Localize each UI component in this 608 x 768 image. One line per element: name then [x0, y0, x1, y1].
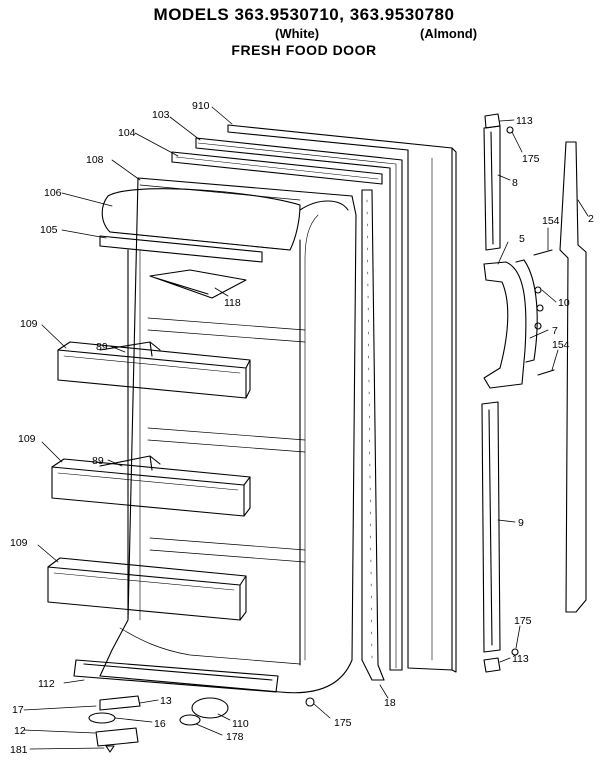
- diagram-title: MODELS 363.9530710, 363.9530780: [153, 5, 455, 24]
- hinge-pin-part: [95, 727, 139, 747]
- handle-trim-bottom: [481, 401, 501, 653]
- label-16: 16: [154, 718, 166, 730]
- label-105: 105: [40, 224, 58, 236]
- outer-door-panel: [227, 124, 457, 673]
- shelf-retainer-bar-middle: [99, 455, 161, 471]
- screw-175-top: [506, 126, 514, 134]
- variant-almond-label: (Almond): [420, 26, 478, 41]
- variant-white-label: (White): [275, 26, 320, 41]
- label-13: 13: [160, 695, 172, 707]
- door-shelf-lower: [47, 557, 247, 621]
- label-5: 5: [519, 233, 525, 245]
- label-108: 108: [86, 154, 104, 166]
- handle-side-trim: [559, 141, 587, 613]
- door-closer-part: [191, 697, 229, 719]
- screw-175-bottom: [511, 648, 519, 656]
- dairy-compartment-door: [101, 184, 301, 251]
- door-gasket: [195, 137, 403, 671]
- label-18: 18: [384, 697, 396, 709]
- door-shelf-upper: [57, 341, 251, 399]
- hinge-bracket-part: [99, 695, 141, 711]
- label-181: 181: [10, 744, 28, 756]
- label-10: 10: [558, 297, 570, 309]
- diagram-subtitle: FRESH FOOD DOOR: [231, 42, 377, 58]
- label-154-upper: 154: [542, 215, 560, 227]
- handle-cap-bottom: [483, 657, 501, 673]
- label-175-bottom: 175: [334, 717, 352, 729]
- label-7: 7: [552, 325, 558, 337]
- door-liner: [99, 177, 357, 694]
- label-104: 104: [118, 127, 136, 139]
- label-89-upper: 89: [96, 341, 108, 353]
- label-103: 103: [152, 109, 170, 121]
- label-112: 112: [38, 678, 55, 690]
- label-2: 2: [588, 213, 594, 225]
- label-154-lower: 154: [552, 339, 570, 351]
- part-number-labels: 910 103 104 108 106 105 118 109 89 109 8…: [10, 100, 594, 756]
- handle-trim-top: [483, 125, 501, 251]
- label-106: 106: [44, 187, 62, 199]
- butter-tray: [149, 269, 247, 299]
- label-12: 12: [14, 725, 26, 737]
- side-trim-strip: [361, 189, 385, 681]
- screw-part: [105, 745, 115, 753]
- plug-part-175-bottom: [305, 697, 315, 707]
- door-shelf-middle: [51, 458, 251, 517]
- label-89-middle: 89: [92, 455, 104, 467]
- label-109-lower: 109: [10, 537, 28, 549]
- screw-154-lower: [537, 369, 555, 376]
- label-109-middle: 109: [18, 433, 36, 445]
- label-17: 17: [12, 704, 24, 716]
- label-110: 110: [232, 718, 249, 730]
- screw-154-upper: [533, 249, 553, 256]
- door-handle: [483, 261, 527, 389]
- label-175-right-bottom: 175: [514, 615, 532, 627]
- leader-lines: [23, 106, 589, 750]
- dairy-door-hinge: [99, 235, 263, 263]
- mounting-screws: [534, 286, 544, 330]
- shelf-retainer-bar-upper: [99, 341, 161, 357]
- bottom-trim-strip: [73, 659, 279, 693]
- label-175-top: 175: [522, 153, 540, 165]
- label-178: 178: [226, 731, 244, 743]
- label-8: 8: [512, 177, 518, 189]
- breaker-strip-top: [171, 151, 383, 185]
- label-9: 9: [518, 517, 524, 529]
- hinge-bushing-part: [88, 712, 116, 724]
- label-118: 118: [224, 297, 241, 309]
- cap-part-178: [179, 714, 201, 726]
- handle-insert: [515, 259, 538, 363]
- label-109-upper: 109: [20, 318, 38, 330]
- label-113-bottom: 113: [512, 653, 529, 665]
- label-910: 910: [192, 100, 210, 112]
- label-113-top: 113: [516, 115, 533, 127]
